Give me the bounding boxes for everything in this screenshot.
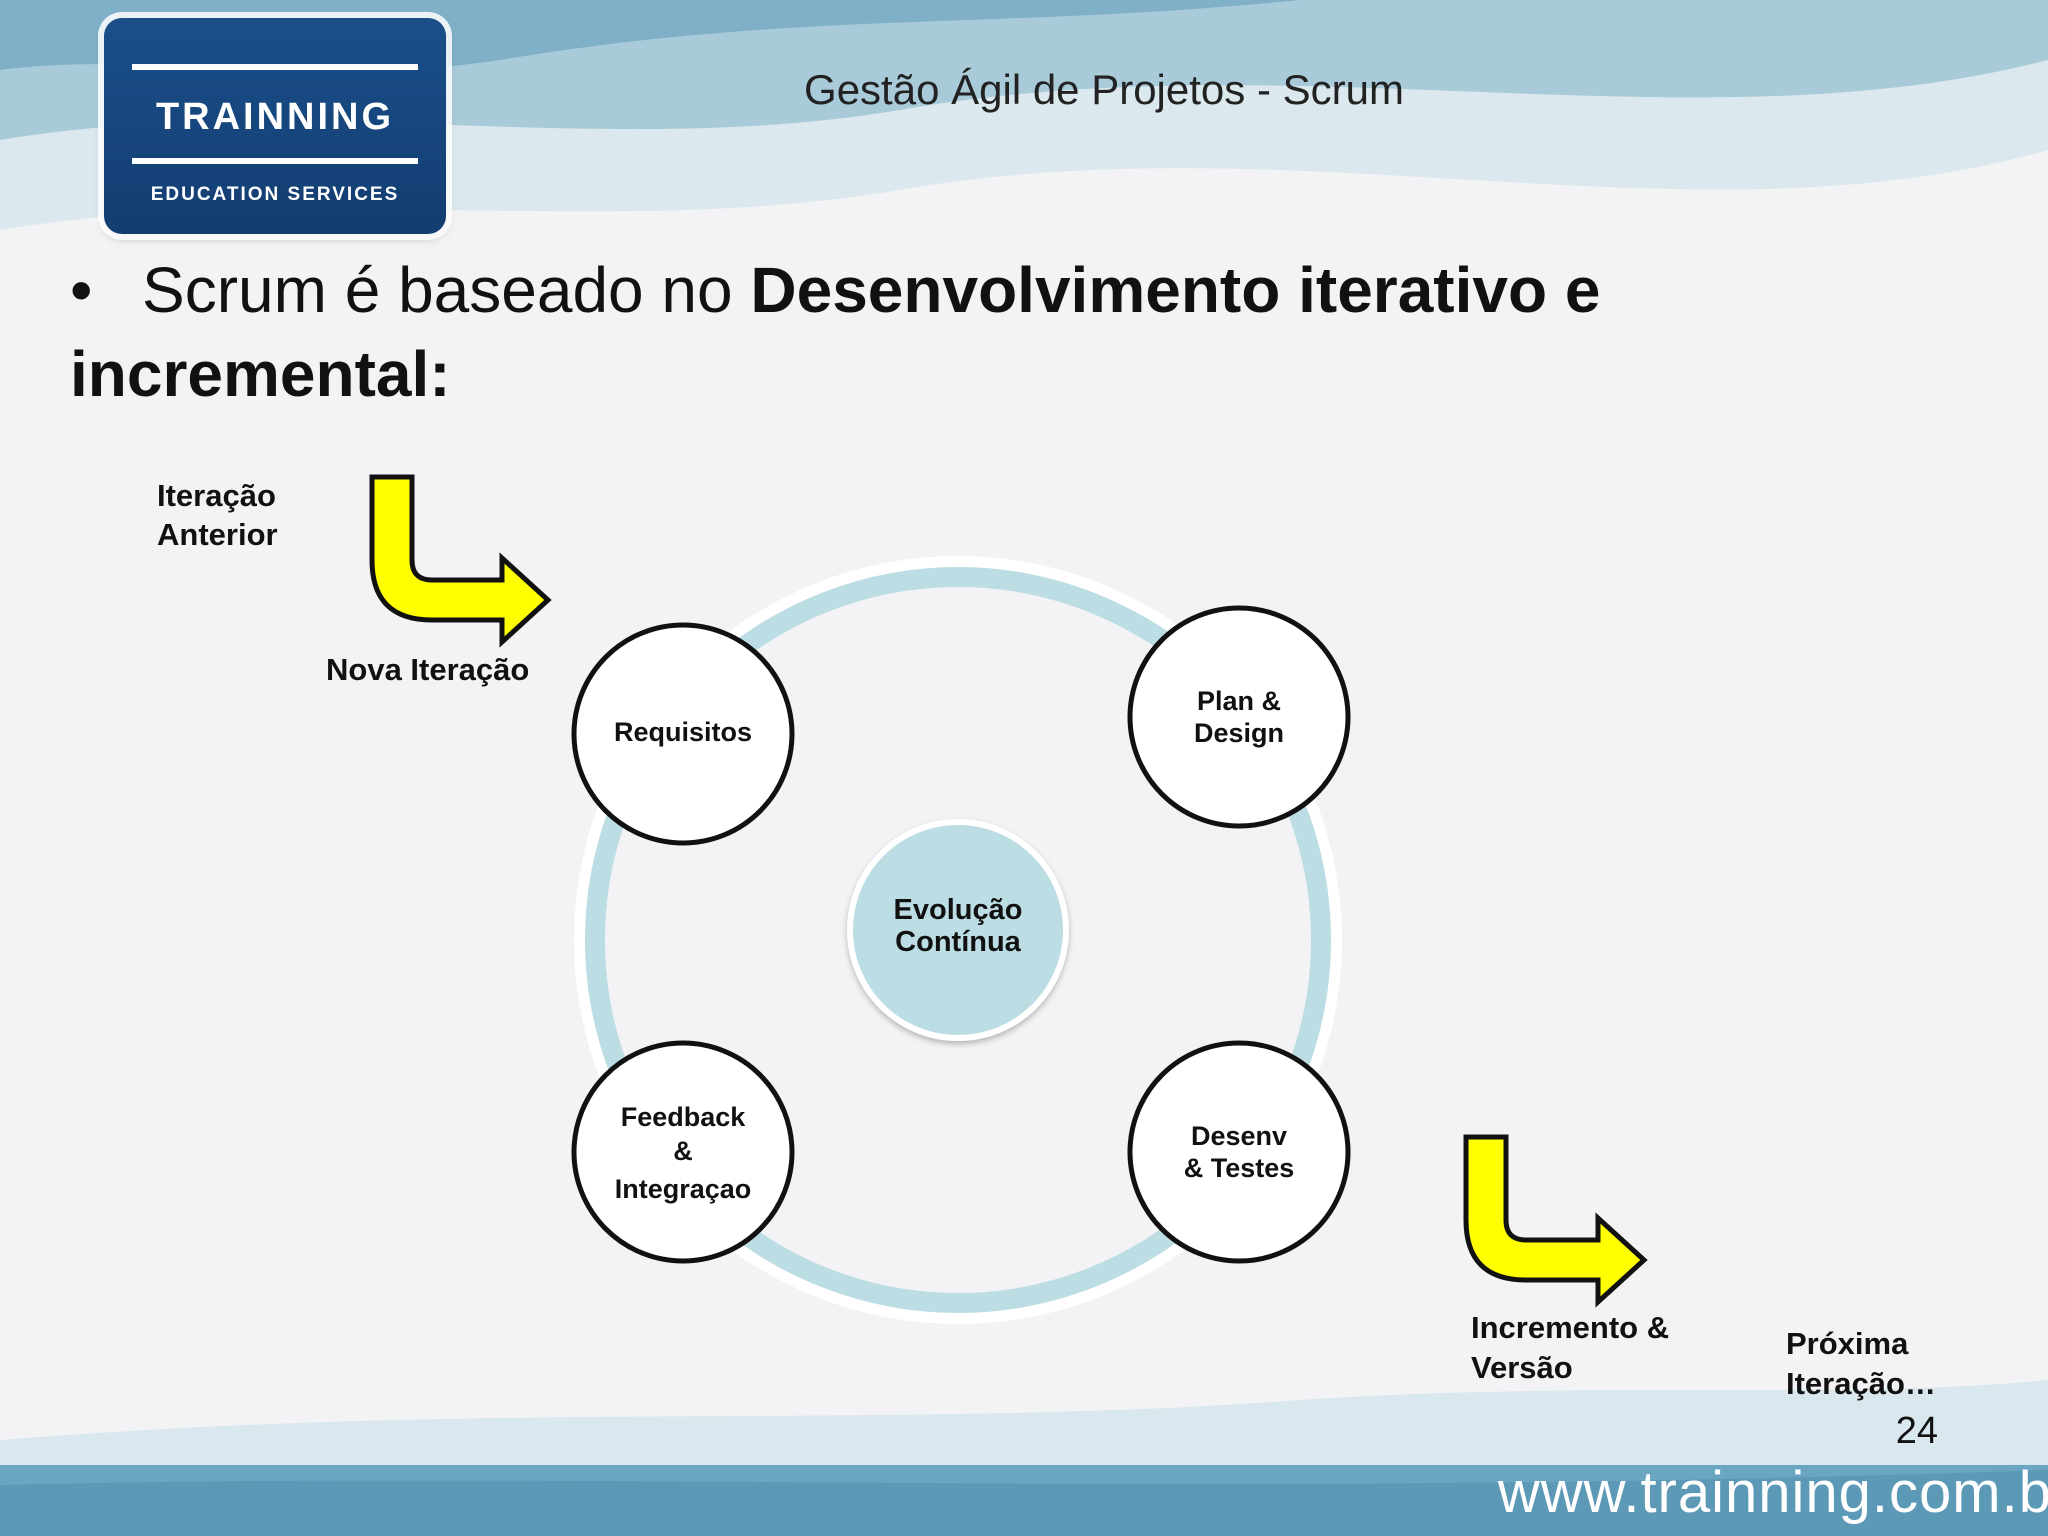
iteracao-anterior-line-2: Anterior [157,517,278,552]
node-feedback-label: Feedback & Integraçao [573,1100,793,1206]
node-plan-design [1127,605,1351,829]
bullet-suffix: : [429,338,451,410]
logo-name: TRAINNING [155,96,395,138]
node-feedback-line-2: & [673,1136,693,1166]
node-requisitos-line: Requisitos [613,717,753,747]
incremento-line-1: Incremento & [1471,1310,1670,1345]
center-circle [847,819,1069,1041]
trainning-logo: TRAINNING EDUCATION SERVICES [104,18,446,234]
node-feedback-line-3: Integraçao [614,1174,752,1204]
cycle-ring [585,567,1331,1313]
bullet-point: • Scrum é baseado no Desenvolvimento iter… [70,248,1770,416]
bullet-bold-phrase: Desenvolvimento iterativo e incremental [70,254,1601,410]
node-feedback-line-1: Feedback [620,1102,746,1132]
logo-bottom-bar [132,158,418,164]
center-label-line-2: Contínua [895,926,1021,958]
center-label: Evolução Contínua [848,894,1068,958]
node-desenv [1127,1040,1351,1264]
bullet-dot: • [70,254,93,326]
logo-top-bar [132,64,418,70]
footer-url: www.trainning.com.b [1497,1460,2048,1525]
node-plan-design-line-2: Design [1193,718,1285,748]
logo-subtitle: EDUCATION SERVICES [150,184,400,205]
proxima-line-1: Próxima [1786,1326,1909,1361]
node-desenv-line-2: & Testes [1183,1153,1295,1183]
nova-iteracao-label: Nova Iteração [326,652,530,687]
curved-arrow-icon [369,474,552,648]
node-desenv-label: Desenv & Testes [1129,1120,1349,1184]
iteracao-anterior-label: Iteração Anterior [157,476,278,554]
bullet-text-plain: Scrum é baseado no [142,254,751,326]
iteracao-anterior-line-1: Iteração [157,478,276,513]
incremento-line-2: Versão [1471,1350,1573,1385]
curved-arrow-icon [1463,1134,1648,1308]
node-requisitos-label: Requisitos [573,716,793,748]
slide-header-title: Gestão Ágil de Projetos - Scrum [804,66,1404,113]
node-requisitos [571,622,795,846]
node-desenv-line-1: Desenv [1190,1121,1288,1151]
bullet-text-bold: Desenvolvimento iterativo e incremental [70,254,1600,410]
proxima-iteracao-label: Próxima Iteração… [1786,1324,1936,1404]
center-label-line-1: Evolução [893,894,1023,926]
bottom-band-shade [0,1470,2048,1536]
incremento-versao-label: Incremento & Versão [1471,1308,1669,1388]
node-feedback [571,1040,795,1264]
proxima-line-2: Iteração… [1786,1366,1936,1401]
page-number: 24 [1895,1410,1938,1452]
node-plan-design-label: Plan & Design [1129,685,1349,749]
node-plan-design-line-1: Plan & [1196,686,1282,716]
